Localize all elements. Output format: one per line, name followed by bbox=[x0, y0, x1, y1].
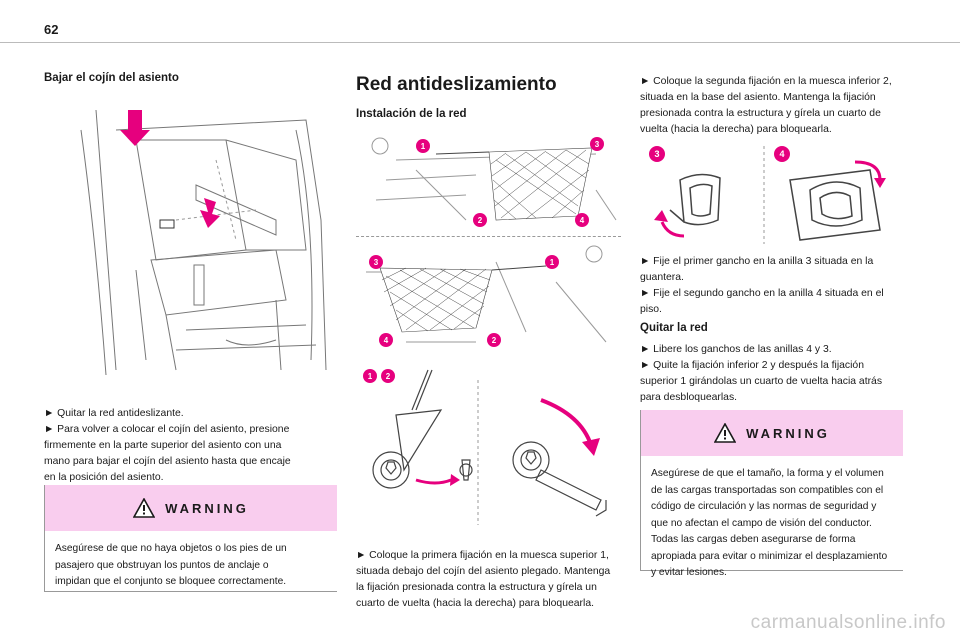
text-line: superior 1 girándolas un cuarto de vuelt… bbox=[640, 376, 883, 387]
warning-line: Asegúrese de que no haya objetos o los p… bbox=[55, 543, 287, 554]
warning-line: pasajero que obstruyan los puntos de anc… bbox=[55, 559, 269, 571]
header-divider bbox=[0, 42, 960, 43]
right-instructions-top: ► Coloque la segunda fijación en la mues… bbox=[640, 74, 912, 138]
marker-2-label: 2 bbox=[478, 216, 483, 225]
text-line: ► Quitar la red antideslizante. bbox=[44, 408, 184, 419]
text-line: situada debajo del cojín del asiento ple… bbox=[356, 566, 611, 577]
marker-1-label: 1 bbox=[421, 142, 426, 151]
marker-1-label: 1 bbox=[368, 372, 373, 381]
section-subtitle-remove: Quitar la red bbox=[640, 322, 708, 334]
marker-3-label: 3 bbox=[595, 140, 600, 149]
text-line: piso. bbox=[640, 304, 662, 315]
left-column: Bajar el cojín del asiento bbox=[44, 72, 334, 84]
text-line: ► Quite la fijación inferior 2 y después… bbox=[640, 360, 864, 371]
warning-triangle-icon bbox=[133, 498, 156, 518]
warning-box-right: WARNING Asegúrese de que el tamaño, la f… bbox=[640, 410, 903, 578]
warning-header: WARNING bbox=[45, 485, 337, 531]
text-line: ► Fije el segundo gancho en la anilla 4 … bbox=[640, 288, 884, 299]
warning-line: Asegúrese de que el tamaño, la forma y e… bbox=[651, 468, 884, 479]
text-line: presionada contra la estructura y gírela… bbox=[640, 108, 881, 119]
seat-cushion-illustration bbox=[76, 100, 334, 380]
marker-3-label: 3 bbox=[654, 149, 659, 159]
warning-line: y evitar lesiones. bbox=[651, 567, 727, 578]
text-line: cuarto de vuelta (hacia la derecha) para… bbox=[356, 598, 594, 609]
warning-body: Asegúrese de que el tamaño, la forma y e… bbox=[641, 456, 903, 590]
marker-4-label: 4 bbox=[384, 336, 389, 345]
anchor-rings-illustration: 3 4 bbox=[640, 140, 900, 246]
warning-line: de las cargas transportadas son compatib… bbox=[651, 484, 884, 496]
text-line: situada en la base del asiento. Mantenga… bbox=[640, 92, 876, 103]
warning-line: impidan que el conjunto se bloquee corre… bbox=[55, 576, 287, 587]
marker-2-label: 2 bbox=[386, 372, 391, 381]
text-line: mano para bajar el cojín del asiento has… bbox=[44, 456, 291, 467]
text-line: ► Coloque la segunda fijación en la mues… bbox=[640, 76, 892, 87]
marker-2-label: 2 bbox=[492, 336, 497, 345]
section-subtitle-install: Instalación de la red bbox=[356, 108, 467, 120]
text-line: ► Para volver a colocar el cojín del asi… bbox=[44, 424, 290, 435]
text-line: en la posición del asiento. bbox=[44, 472, 164, 483]
text-line: la fijación presionada contra la estruct… bbox=[356, 582, 597, 593]
section-subtitle-lower-cushion: Bajar el cojín del asiento bbox=[44, 72, 179, 84]
left-instructions: ► Quitar la red antideslizante. ► Para v… bbox=[44, 406, 336, 486]
text-line: firmemente en la parte superior del asie… bbox=[44, 440, 282, 451]
warning-line: código de circulación y las normas de se… bbox=[651, 501, 877, 512]
right-instructions-mid: ► Fije el primer gancho en la anilla 3 s… bbox=[640, 254, 912, 318]
warning-box-left: WARNING Asegúrese de que no haya objetos… bbox=[44, 485, 337, 592]
watermark: carmanualsonline.info bbox=[750, 612, 946, 633]
marker-4-label: 4 bbox=[779, 149, 784, 159]
net-installation-top-illustration: 1 3 2 4 bbox=[356, 130, 621, 230]
text-line: ► Libere los ganchos de las anillas 4 y … bbox=[640, 344, 832, 355]
warning-line: apropiada para evitar o minimizar el des… bbox=[651, 550, 888, 562]
warning-title: WARNING bbox=[165, 500, 249, 516]
warning-body: Asegúrese de que no haya objetos o los p… bbox=[45, 531, 337, 599]
marker-3-label: 3 bbox=[374, 258, 379, 267]
net-installation-bottom-illustration: 3 1 4 2 bbox=[356, 242, 621, 352]
warning-triangle-icon bbox=[714, 423, 737, 443]
text-line: para desbloquearlas. bbox=[640, 392, 738, 403]
section-title: Red antideslizamiento bbox=[356, 74, 557, 95]
text-line: vuelta (hacia la derecha) para bloquearl… bbox=[640, 124, 832, 135]
middle-instructions: ► Coloque la primera fijación en la mues… bbox=[356, 548, 624, 612]
page-number: 62 bbox=[44, 22, 59, 37]
middle-column: Red antideslizamiento Instalación de la … bbox=[356, 74, 621, 120]
text-line: ► Coloque la primera fijación en la mues… bbox=[356, 550, 609, 561]
marker-4-label: 4 bbox=[580, 216, 585, 225]
text-line: ► Fije el primer gancho en la anilla 3 s… bbox=[640, 256, 874, 267]
warning-line: que no afectan el campo de visión del co… bbox=[651, 517, 872, 529]
figure-divider bbox=[356, 236, 621, 237]
warning-header: WARNING bbox=[641, 410, 903, 456]
warning-line: Todas las cargas deben asegurarse de for… bbox=[651, 534, 856, 545]
text-line: guantera. bbox=[640, 272, 684, 283]
warning-title: WARNING bbox=[746, 425, 830, 441]
marker-1-label: 1 bbox=[550, 258, 555, 267]
right-instructions-bottom: ► Libere los ganchos de las anillas 4 y … bbox=[640, 342, 912, 406]
fixing-rotation-illustration: 1 2 bbox=[356, 360, 621, 530]
